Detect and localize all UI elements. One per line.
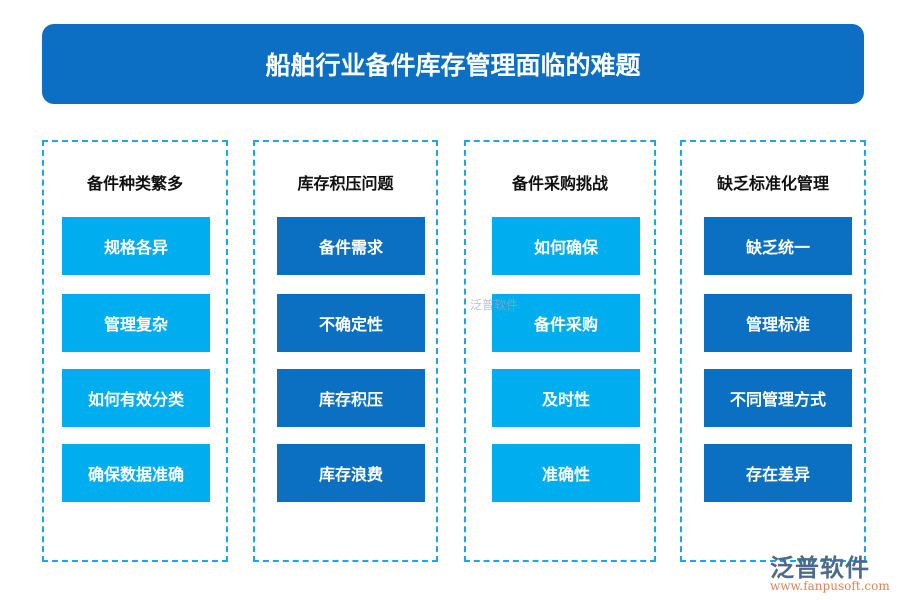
item-box: 管理标准 [704, 294, 852, 352]
item-box: 规格各异 [62, 217, 210, 275]
column-heading: 缺乏标准化管理 [716, 174, 829, 193]
item-box: 备件采购 [492, 294, 640, 352]
item-box: 缺乏统一 [704, 217, 852, 275]
logo-url: www.fanpusoft.com [770, 579, 890, 593]
column-heading: 备件种类繁多 [86, 174, 183, 193]
item-box: 存在差异 [704, 444, 852, 502]
item-box: 确保数据准确 [62, 444, 210, 502]
item-box: 如何确保 [492, 217, 640, 275]
watermark-text: 泛普软件 [470, 298, 519, 312]
column-4: 缺乏标准化管理 [680, 140, 866, 562]
logo-name: 泛普软件 [770, 554, 870, 582]
item-box: 管理复杂 [62, 294, 210, 352]
item-box: 库存积压 [277, 369, 425, 427]
page-title: 船舶行业备件库存管理面临的难题 [42, 24, 864, 104]
column-heading: 备件采购挑战 [511, 174, 608, 193]
brand-logo: 泛普软件 www.fanpusoft.com [770, 548, 890, 593]
item-box: 不确定性 [277, 294, 425, 352]
item-box: 如何有效分类 [62, 369, 210, 427]
column-heading: 库存积压问题 [297, 174, 394, 193]
column-1: 备件种类繁多 [42, 140, 228, 562]
column-3: 备件采购挑战 [464, 140, 656, 562]
item-box: 准确性 [492, 444, 640, 502]
item-box: 库存浪费 [277, 444, 425, 502]
item-box: 备件需求 [277, 217, 425, 275]
item-box: 及时性 [492, 369, 640, 427]
item-box: 不同管理方式 [704, 369, 852, 427]
column-2: 库存积压问题 [253, 140, 438, 562]
